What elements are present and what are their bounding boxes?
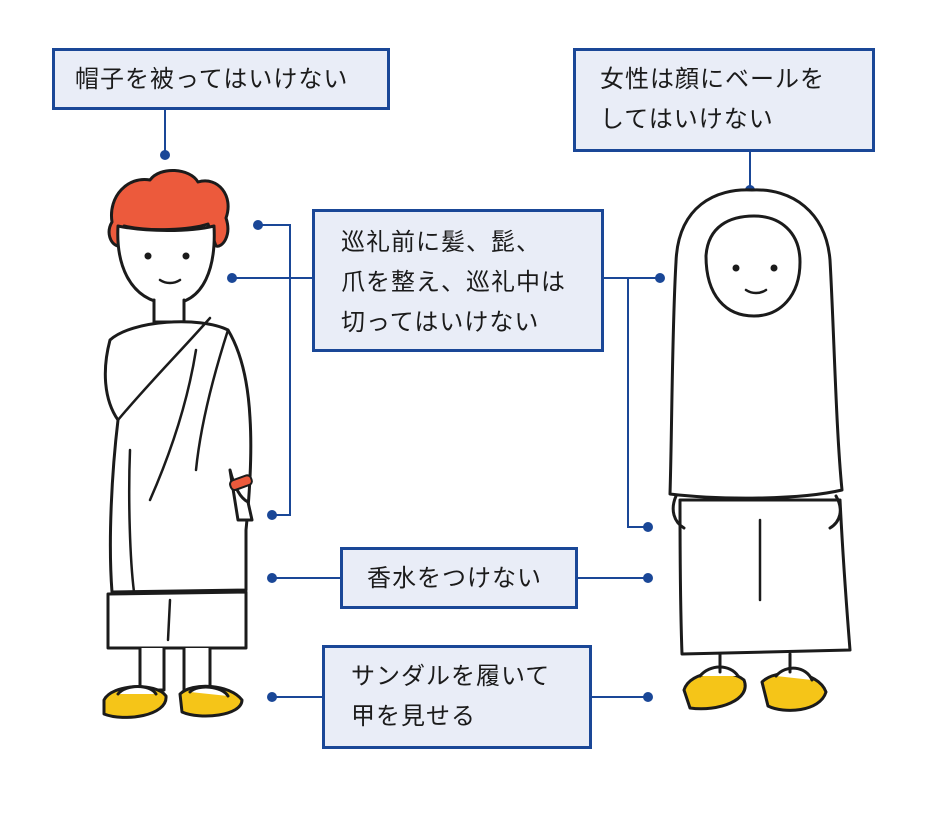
label-no-perfume: 香水をつけない: [340, 547, 578, 609]
connector-dot: [253, 220, 263, 230]
label-no-veil-line1: 女性は顔にベールを: [600, 65, 825, 93]
label-no-perfume-text: 香水をつけない: [367, 564, 542, 592]
label-sandals-line2: 甲を見せる: [351, 702, 476, 730]
label-no-veil: 女性は顔にベールを してはいけない: [573, 48, 875, 152]
label-no-veil-line2: してはいけない: [600, 105, 774, 133]
connector-dot: [160, 150, 170, 160]
label-grooming: 巡礼前に髪、髭、 爪を整え、巡礼中は 切ってはいけない: [312, 209, 604, 352]
connector-dot: [267, 692, 277, 702]
label-grooming-line1: 巡礼前に髪、髭、: [341, 228, 541, 256]
label-grooming-line3: 切ってはいけない: [341, 308, 540, 336]
connector-dot: [655, 273, 665, 283]
face-icon: [116, 224, 216, 306]
connector-dot: [643, 573, 653, 583]
robe-lower-icon: [106, 590, 248, 650]
connector-dot: [643, 692, 653, 702]
connector-dot: [267, 573, 277, 583]
label-sandals-line1: サンダルを履いて: [351, 662, 551, 690]
label-sandals: サンダルを履いて 甲を見せる: [322, 645, 592, 749]
sandal-icon: [760, 671, 828, 712]
face-icon: [704, 214, 802, 318]
label-no-hat: 帽子を被ってはいけない: [52, 48, 390, 110]
connector-dot: [643, 522, 653, 532]
connector-dot: [267, 510, 277, 520]
dress-icon: [678, 498, 852, 656]
label-grooming-line2: 爪を整え、巡礼中は: [341, 268, 566, 296]
label-no-hat-text: 帽子を被ってはいけない: [75, 65, 349, 93]
connector-grooming-left-bracket: [258, 224, 291, 516]
sandal-icon: [682, 671, 747, 711]
connector-dot: [227, 273, 237, 283]
connector-grooming-right-bracket: [627, 278, 648, 528]
